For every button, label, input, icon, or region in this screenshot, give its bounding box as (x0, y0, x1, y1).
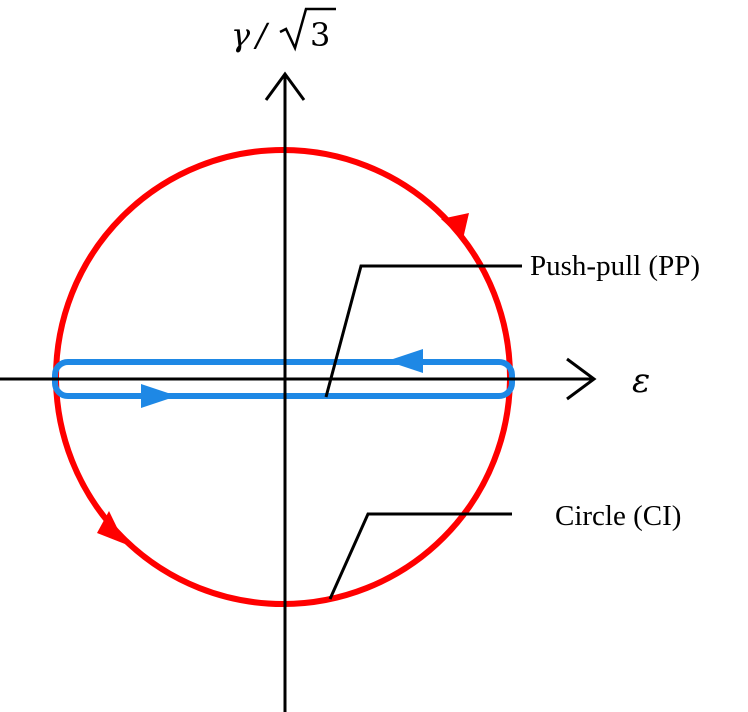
circle-path (53, 147, 513, 607)
circle-direction-arrow-lower (97, 511, 125, 544)
y-axis-arrowhead (264, 71, 306, 101)
push-pull-arrow-bottom-right (141, 384, 177, 408)
y-axis-label-symbol: γ (231, 16, 251, 54)
circle-direction-arrow-upper (441, 213, 469, 239)
y-axis-label: γ / 3 (231, 7, 336, 54)
x-axis-arrowhead (566, 357, 597, 401)
sqrt-sign (279, 7, 336, 52)
circle-leader-line (328, 512, 512, 600)
x-axis-label: ε (632, 361, 650, 401)
push-pull-arrow-top-left (387, 349, 423, 373)
circle-label: Circle (CI) (555, 500, 681, 532)
push-pull-leader-line (324, 264, 522, 398)
push-pull-label: Push-pull (PP) (530, 250, 700, 282)
y-axis-label-radicand: 3 (310, 16, 330, 54)
y-axis-label-slash: / (253, 16, 270, 54)
